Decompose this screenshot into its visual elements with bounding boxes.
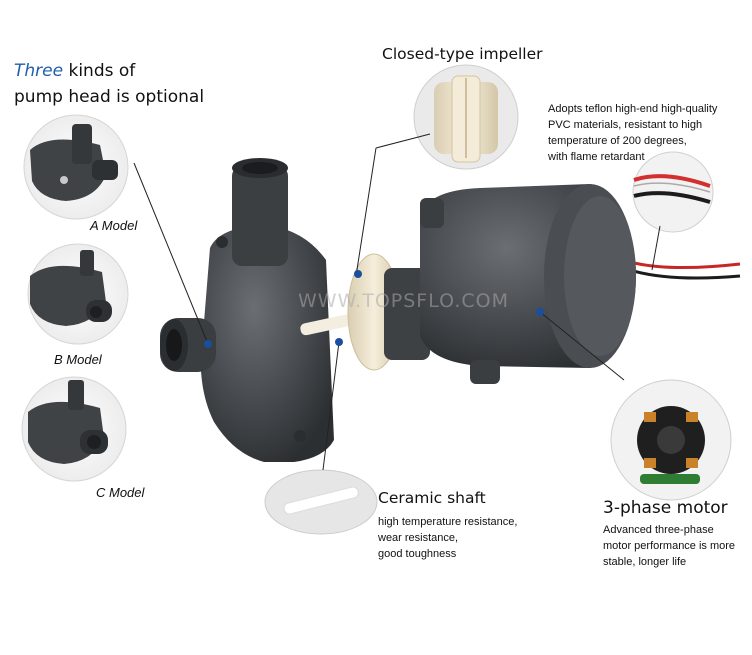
- cable-line: Adopts teflon high-end high-quality: [548, 103, 718, 115]
- callout-dot: [354, 270, 362, 278]
- motor-line: stable, longer life: [603, 556, 687, 568]
- model-b-label: B Model: [54, 352, 102, 367]
- motor-line: motor performance is more: [603, 540, 736, 552]
- impeller-title: Closed-type impeller: [382, 45, 543, 63]
- shaft-line: good toughness: [378, 548, 457, 560]
- headline-line1: kinds of: [68, 61, 136, 81]
- impeller-part-image: [347, 253, 430, 371]
- watermark: WWW.TOPSFLO.COM: [298, 290, 509, 312]
- shaft-line: wear resistance,: [378, 532, 459, 544]
- model-c-label: C Model: [96, 485, 145, 500]
- pump-head-image: [160, 158, 334, 462]
- headline-line2: pump head is optional: [14, 87, 205, 107]
- cable-description: Adopts teflon high-end high-quality PVC …: [548, 101, 717, 165]
- motor-description: Advanced three-phase motor performance i…: [603, 522, 735, 570]
- cable-line: with flame retardant: [548, 151, 645, 163]
- motor-title: 3-phase motor: [603, 498, 728, 518]
- motor-body-image: [420, 184, 636, 384]
- model-a-image: [23, 114, 129, 220]
- impeller-closeup-image: [413, 64, 519, 170]
- callout-dot: [204, 340, 212, 348]
- model-c-image: [21, 376, 127, 482]
- shaft-line: high temperature resistance,: [378, 516, 518, 528]
- model-b-image: [27, 243, 129, 345]
- headline: Three kinds of pump head is optional: [14, 58, 204, 110]
- cable-closeup-image: [632, 151, 714, 233]
- ceramic-shaft-image: [264, 469, 378, 535]
- shaft-title: Ceramic shaft: [378, 489, 486, 507]
- cable-line: temperature of 200 degrees,: [548, 135, 687, 147]
- callout-dot: [335, 338, 343, 346]
- motor-line: Advanced three-phase: [603, 524, 714, 536]
- model-a-label: A Model: [90, 218, 138, 233]
- callout-dot: [536, 308, 544, 316]
- stator-closeup-image: [610, 379, 732, 501]
- cable-line: PVC materials, resistant to high: [548, 119, 703, 131]
- shaft-description: high temperature resistance, wear resist…: [378, 514, 517, 562]
- headline-accent: Three: [14, 61, 64, 81]
